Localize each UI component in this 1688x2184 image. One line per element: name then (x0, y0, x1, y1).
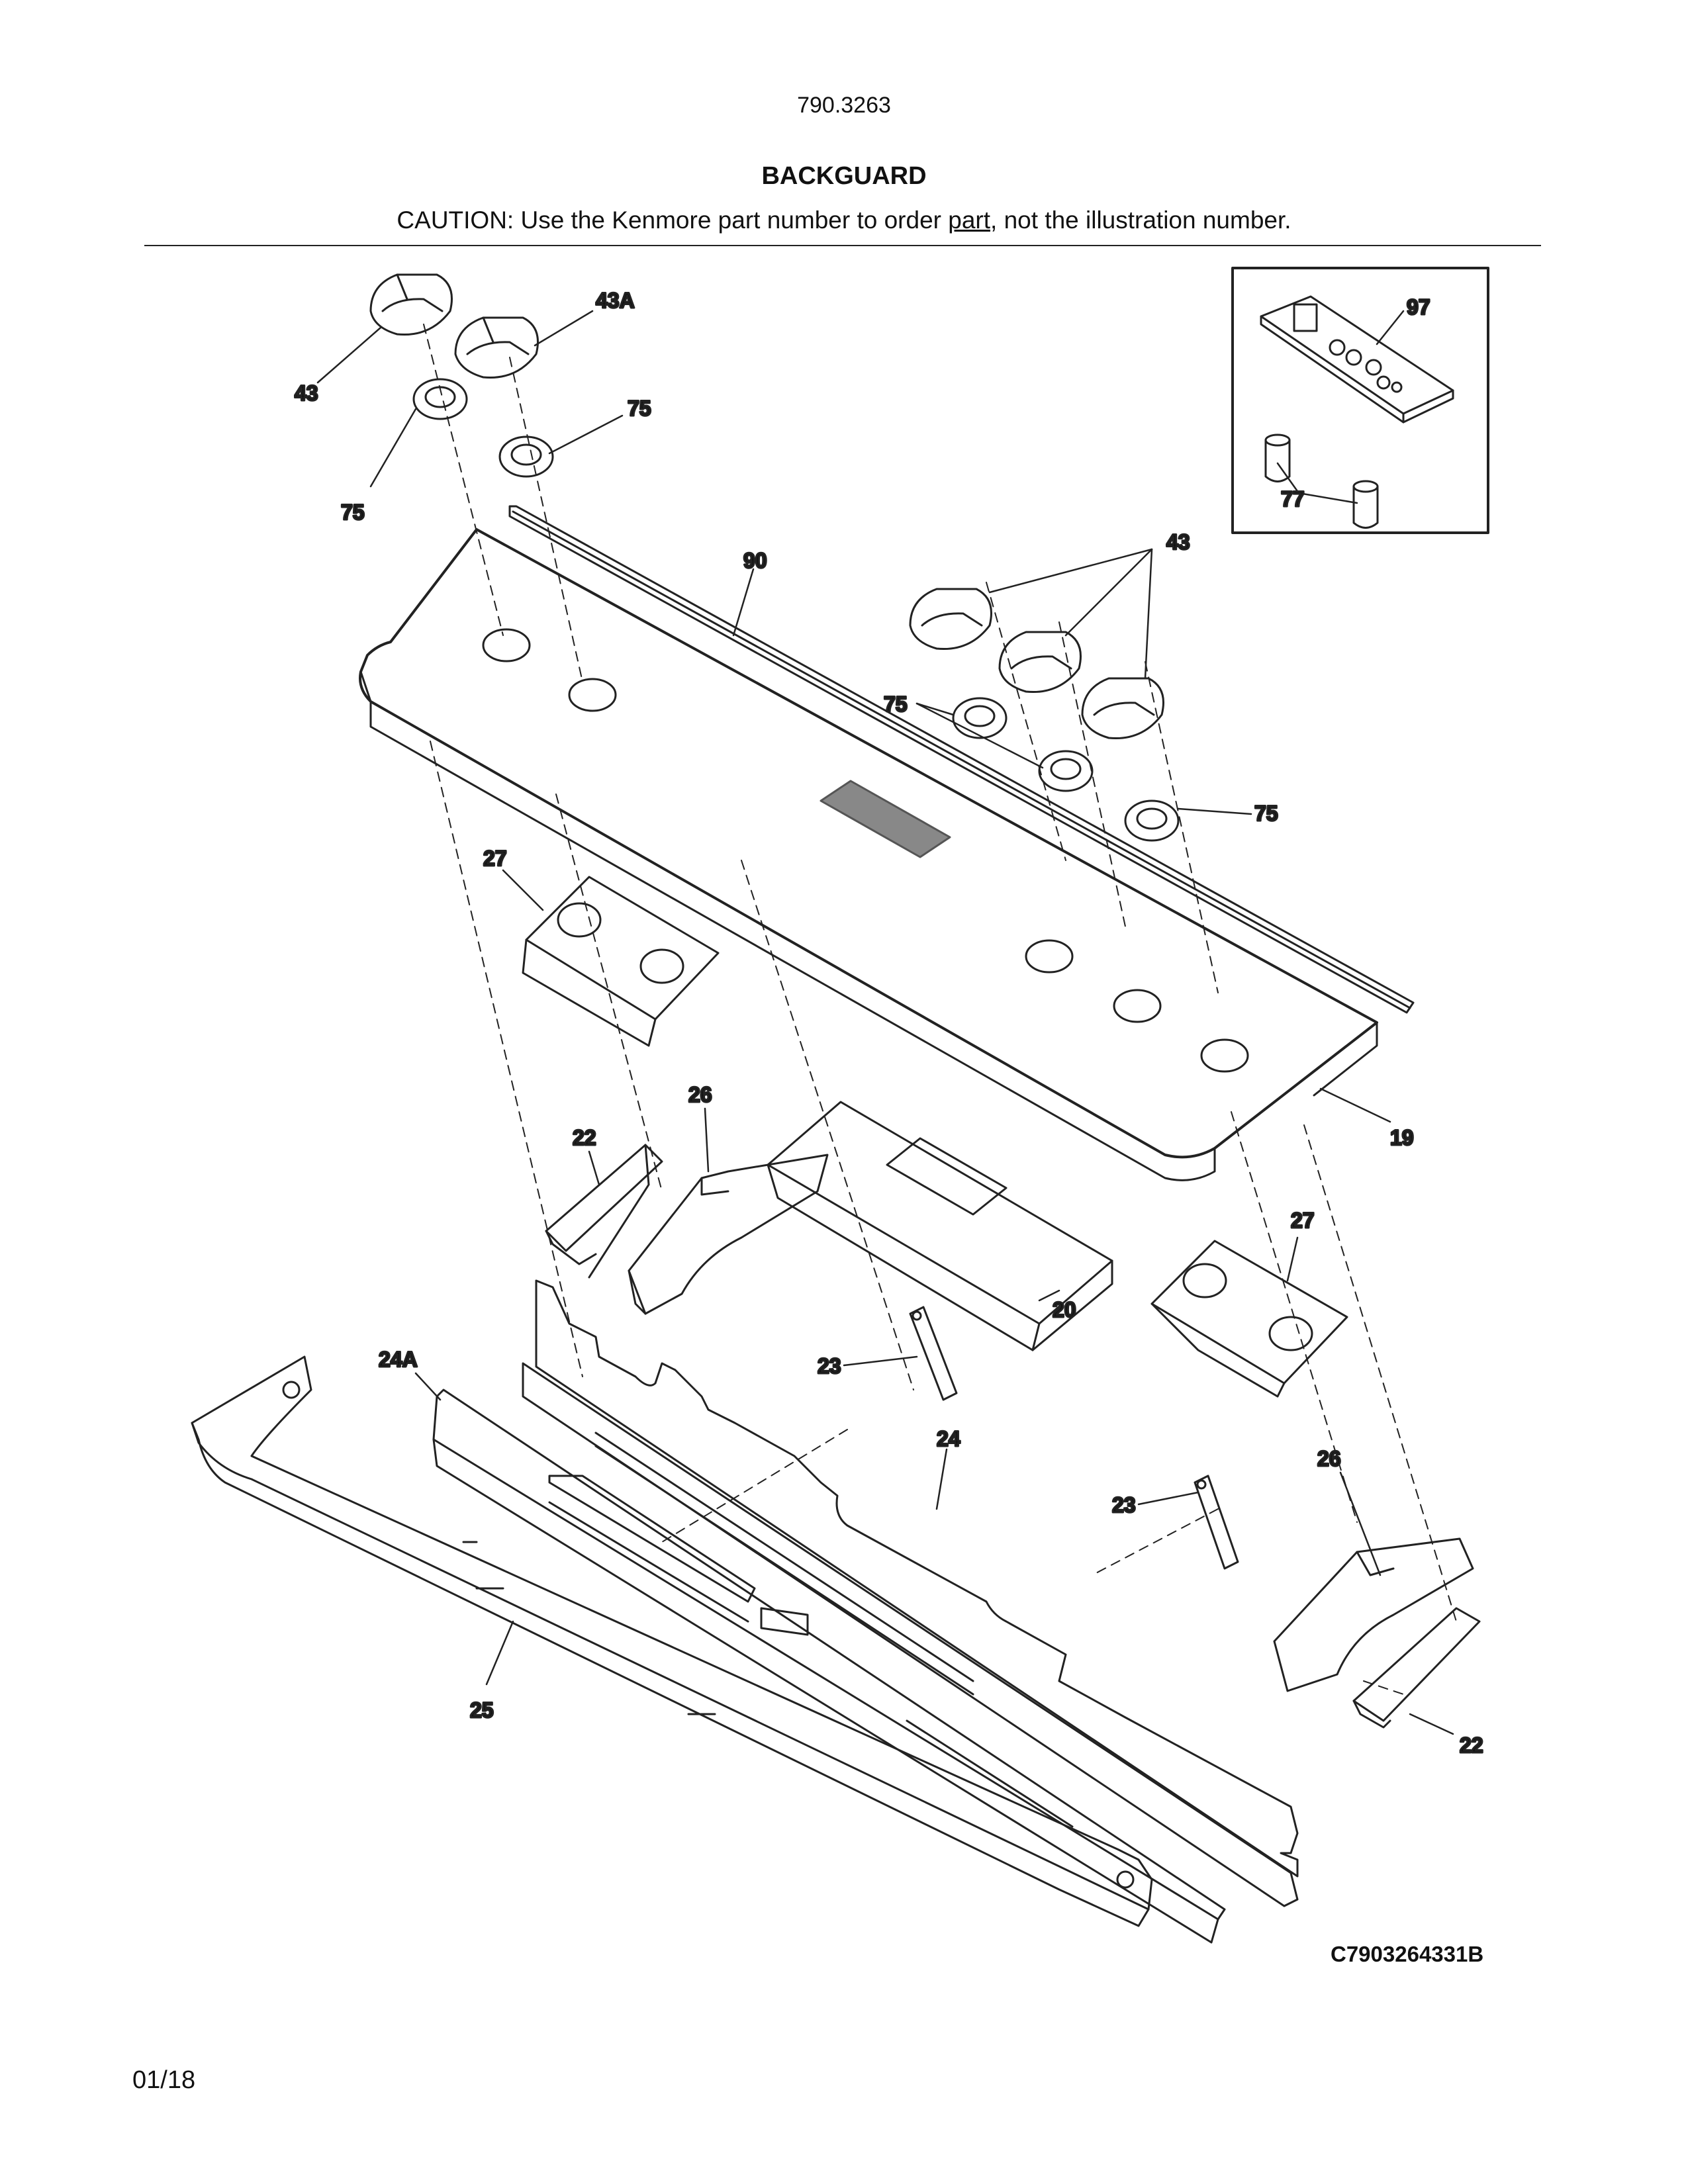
callout-22-left: 22 (573, 1126, 596, 1150)
callout-23-left: 23 (818, 1354, 841, 1378)
knob-43A (454, 316, 539, 379)
caution-text-after: , not the illustration number. (990, 206, 1291, 234)
grommet-75-top-left (412, 378, 554, 478)
callout-22-right: 22 (1460, 1733, 1483, 1757)
callout-97: 97 (1407, 295, 1430, 319)
lower-trim-25 (191, 1355, 1153, 1927)
diagram-reference-code: C7903264331B (1331, 1942, 1484, 1966)
callout-25: 25 (470, 1698, 494, 1722)
callout-27-right: 27 (1291, 1208, 1315, 1232)
callout-19: 19 (1390, 1126, 1414, 1150)
callout-43-right: 43 (1166, 530, 1190, 554)
callout-43A: 43A (596, 289, 635, 312)
callout-43-left: 43 (295, 381, 318, 405)
callout-75-top-left: 75 (341, 500, 365, 524)
caution-text-before: CAUTION: Use the Kenmore part number to … (397, 206, 949, 234)
callout-90: 90 (743, 549, 767, 572)
bracket-23-left (909, 1306, 958, 1401)
knobs-43-right (909, 588, 1164, 740)
bracket-22-left (545, 1144, 663, 1279)
callout-27-left: 27 (483, 846, 507, 870)
board-connector (1293, 303, 1318, 332)
callout-20: 20 (1053, 1298, 1076, 1322)
leader-lines (316, 310, 1454, 1735)
trim-strip-90 (508, 505, 1415, 1014)
callout-77: 77 (1281, 487, 1305, 511)
bracket-26-right (1273, 1537, 1474, 1692)
display-window (820, 780, 951, 858)
grommets-75-right (952, 697, 1180, 842)
page-title: BACKGUARD (761, 162, 927, 190)
revision-date: 01/18 (132, 2066, 196, 2094)
bracket-23-right (1194, 1475, 1239, 1570)
model-number: 790.3263 (797, 93, 891, 118)
bracket-26-left (628, 1154, 829, 1315)
header-rule (144, 245, 1541, 246)
callout-26-right: 26 (1317, 1447, 1341, 1471)
callout-24: 24 (937, 1427, 961, 1451)
callout-75-mid: 75 (884, 692, 908, 716)
backguard-panel-19 (359, 528, 1378, 1181)
caution-text-underlined: part (948, 206, 991, 234)
knob-43-left (369, 273, 453, 336)
bracket-27-left (522, 876, 720, 1047)
part-97-inset (1231, 267, 1489, 534)
bracket-27-right (1150, 1240, 1348, 1398)
bracket-22-right (1352, 1607, 1481, 1729)
part-77-lamp-holders (1264, 433, 1379, 529)
callout-23-right: 23 (1112, 1493, 1136, 1517)
inner-panel-24A (432, 1388, 1226, 1944)
callout-26-left: 26 (688, 1083, 712, 1107)
caution-notice: CAUTION: Use the Kenmore part number to … (0, 206, 1688, 234)
callout-75-right: 75 (1254, 801, 1278, 825)
back-panel-24 (522, 1279, 1299, 1907)
callout-75-top-right: 75 (628, 396, 651, 420)
control-board-20 (767, 1101, 1113, 1351)
callout-24A: 24A (379, 1347, 418, 1371)
